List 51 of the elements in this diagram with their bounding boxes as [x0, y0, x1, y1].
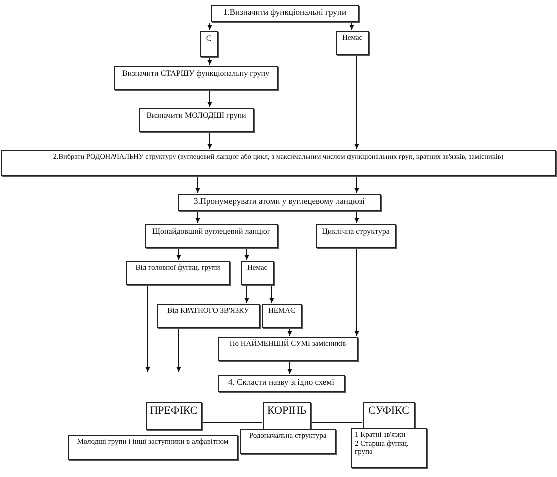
process-box: [114, 66, 278, 90]
process-box: [241, 261, 274, 285]
process-box: [351, 428, 427, 468]
arrow: [176, 328, 182, 372]
arrow: [196, 212, 200, 224]
process-box: [145, 224, 278, 248]
node-text: Є: [205, 34, 213, 44]
arrow: [146, 286, 150, 372]
node-text: 1.Визначити функціональні групи: [222, 8, 348, 18]
process-box: [316, 224, 396, 248]
arrow: [196, 176, 200, 194]
process-box: [336, 31, 369, 55]
node-text: 3.Пронумерувати атоми у вуглецевому ланцюзі: [192, 197, 366, 207]
arrow: [208, 90, 212, 108]
arrow: [244, 286, 250, 304]
prefix-box: [146, 402, 202, 430]
process-box: [1, 150, 556, 176]
node-text: Циклічна структура: [321, 227, 391, 236]
process-box: [178, 194, 381, 211]
process-box: [126, 261, 230, 285]
process-box: [139, 108, 254, 132]
node-text: Визначити СТАРШУ функціональну групу: [121, 69, 271, 78]
arrow: [270, 286, 274, 304]
node-text: Щонайдовший вуглецевий ланцюг: [151, 227, 272, 236]
node-text: КОРІНЬ: [267, 405, 307, 418]
process-box: [211, 5, 359, 22]
process-box: [218, 375, 345, 392]
process-box: [218, 337, 358, 361]
arrow: [288, 328, 292, 336]
root-box: [263, 402, 311, 430]
arrow: [354, 212, 360, 224]
process-box: [262, 304, 302, 328]
arrow: [176, 248, 182, 260]
node-text: ПРЕФІКС: [150, 405, 198, 418]
process-box: [157, 304, 260, 328]
arrow: [208, 58, 212, 66]
arrow: [244, 248, 250, 260]
process-box: [68, 435, 238, 460]
process-box: [240, 429, 336, 454]
node-text: 4. Скласти назву згідно схемі: [228, 378, 336, 388]
arrow: [288, 362, 292, 374]
node-text: Визначити МОЛОДШІ групи: [146, 111, 248, 120]
arrow: [354, 176, 360, 194]
suffix-box: [363, 402, 415, 430]
arrow: [354, 248, 360, 336]
arrow: [350, 22, 354, 30]
process-box: [200, 31, 218, 57]
node-text: СУФІКС: [368, 405, 410, 418]
arrow: [354, 56, 360, 150]
arrow: [208, 132, 212, 150]
arrow: [208, 22, 212, 30]
